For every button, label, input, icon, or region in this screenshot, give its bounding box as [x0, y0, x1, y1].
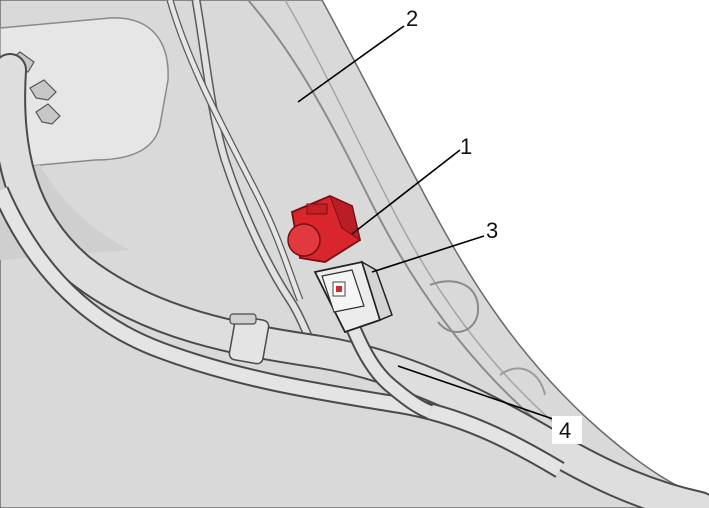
wiring-harness — [0, 55, 709, 508]
leader-line-4 — [397, 365, 557, 421]
callout-4: 4 — [559, 418, 571, 443]
leader-line-2 — [297, 25, 405, 103]
sensor-wire — [344, 317, 433, 418]
connector — [313, 260, 393, 334]
lower-rib — [429, 280, 480, 333]
second-wire-fill — [167, 0, 303, 301]
harness-clip — [228, 313, 270, 365]
callout-2: 2 — [406, 6, 418, 31]
callout-4-box — [552, 416, 582, 444]
red-sensor — [287, 195, 362, 263]
leader-line-3 — [371, 235, 485, 273]
upper-wire-fill — [193, 0, 313, 342]
leader-lines — [297, 25, 557, 421]
leader-line-1 — [351, 149, 461, 235]
lower-rib-2 — [499, 367, 546, 396]
panel-flange-inner — [284, 0, 576, 441]
panel-recess — [0, 17, 169, 171]
lower-harness — [0, 187, 564, 477]
callout-1: 1 — [460, 134, 472, 159]
callout-3: 3 — [486, 218, 498, 243]
